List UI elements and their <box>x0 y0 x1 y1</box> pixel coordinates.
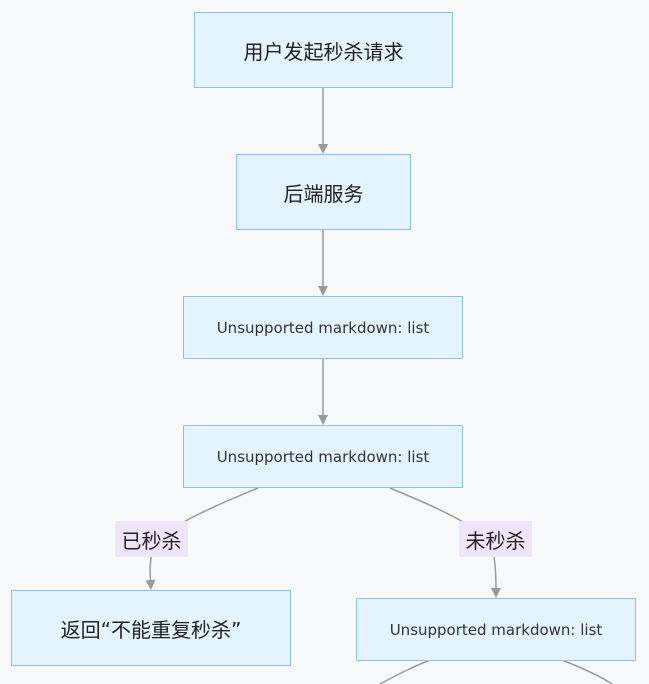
edge-md3-out-left <box>379 659 431 684</box>
edge-md3-out-right <box>561 659 613 684</box>
node-start: 用户发起秒杀请求 <box>194 12 453 88</box>
node-markdown-list-1: Unsupported markdown: list <box>183 296 463 359</box>
node-markdown-list-3: Unsupported markdown: list <box>356 598 636 661</box>
edge-label-already-purchased: 已秒杀 <box>115 521 188 557</box>
node-return-no-repeat: 返回“不能重复秒杀” <box>11 590 291 666</box>
node-backend: 后端服务 <box>236 154 411 230</box>
edge-label-not-purchased: 未秒杀 <box>459 521 532 557</box>
node-markdown-list-2: Unsupported markdown: list <box>183 425 463 488</box>
